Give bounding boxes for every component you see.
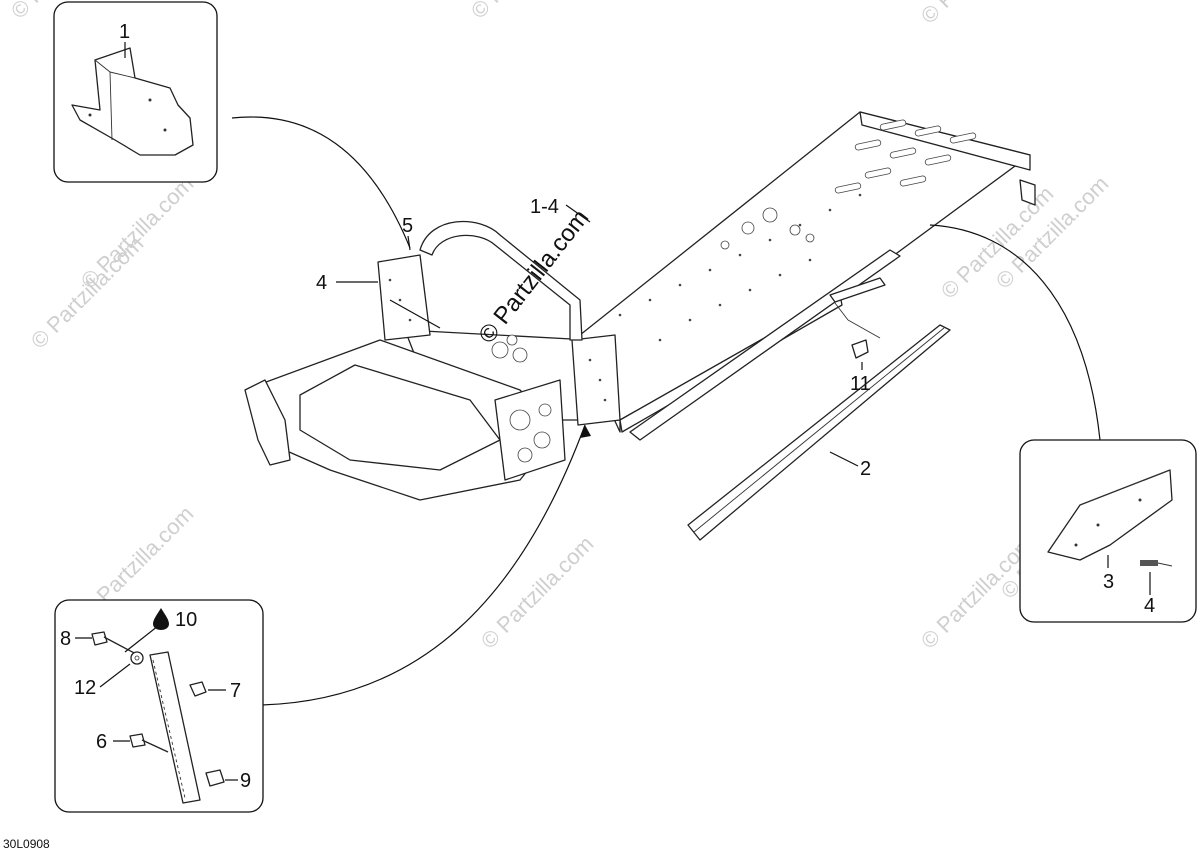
watermark: © Partzilla.com: [916, 0, 1039, 29]
callout-6: 6: [96, 731, 107, 753]
watermark: © Partzilla.com: [76, 171, 199, 294]
chassis-assembly: [244, 111, 1036, 501]
callout-9: 9: [240, 770, 251, 792]
callout-1-4: 1-4: [530, 196, 559, 218]
leader-line: [261, 424, 586, 706]
callout-4-main: 4: [316, 272, 327, 294]
leader-line: [231, 116, 411, 249]
reference-code: 30L0908: [3, 837, 50, 851]
watermark: © Partzilla.com: [476, 531, 599, 654]
callout-10: 10: [175, 609, 197, 631]
detail-box-part-3-4: 3 4: [1019, 439, 1197, 623]
part-2-trim: [687, 324, 951, 541]
watermark: © Partzilla.com: [466, 0, 589, 24]
detail-box-part-1: 1: [53, 1, 218, 183]
rivet-dots: [388, 193, 862, 402]
oil-drop-icon: [153, 608, 169, 630]
callout-4-detail: 4: [1144, 595, 1155, 617]
callout-11: 11: [850, 373, 871, 395]
leader-line: [929, 224, 1101, 441]
callout-12: 12: [74, 677, 96, 699]
callout-5: 5: [402, 215, 413, 237]
callout-8: 8: [60, 628, 71, 650]
callout-1: 1: [119, 21, 130, 43]
part-11-fastener: [834, 302, 881, 359]
detail-box-part-6-12: 8 10 12 7 6 9: [54, 599, 264, 813]
callout-3: 3: [1103, 571, 1114, 593]
callout-7: 7: [230, 680, 241, 702]
callout-2: 2: [860, 458, 871, 480]
